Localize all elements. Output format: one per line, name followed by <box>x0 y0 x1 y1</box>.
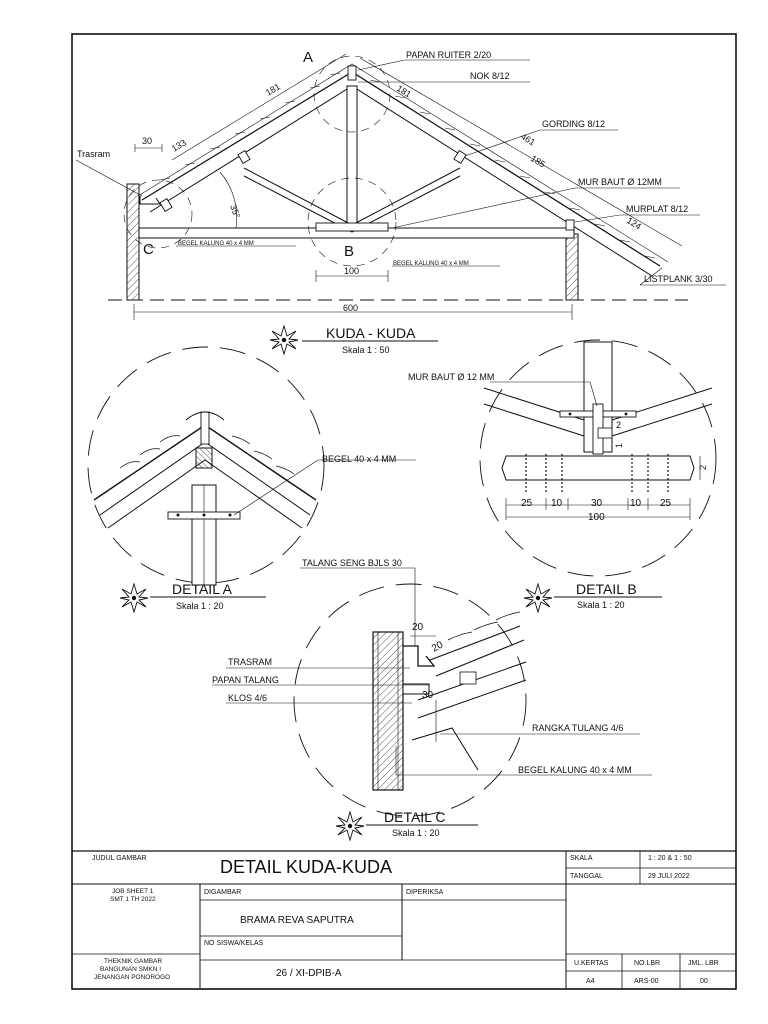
skala-label: SKALA <box>570 855 593 862</box>
dim-35: 35° <box>228 203 242 220</box>
begel-kalung-left-label: BEGEL KALUNG 40 x 4 MM <box>178 241 254 247</box>
detail-c-drawing <box>212 567 652 817</box>
digambar-name: BRAMA REVA SAPUTRA <box>240 915 354 926</box>
dim-461: 461 <box>519 131 537 147</box>
detail-a-drawing <box>87 346 416 586</box>
murplat-label: MURPLAT 8/12 <box>626 204 688 214</box>
dim-c-20b: 20 <box>430 639 446 654</box>
dim-b-2b: 2 <box>698 465 708 470</box>
main-title: KUDA - KUDA <box>326 325 416 341</box>
diperiksa-label: DIPERIKSA <box>406 889 444 896</box>
truss-main-drawing <box>75 53 726 320</box>
label-c: C <box>143 241 154 258</box>
detail-b-drawing <box>479 339 717 577</box>
trasram-label: Trasram <box>77 149 110 159</box>
gording-label: GORDING 8/12 <box>542 119 605 129</box>
dim-181-right: 181 <box>395 83 413 99</box>
jml-lbr-value: 00 <box>700 978 708 985</box>
dim-b-10b: 10 <box>630 498 642 509</box>
title-block <box>72 850 736 989</box>
dim-100: 100 <box>344 266 359 276</box>
dim-181-left: 181 <box>264 81 282 97</box>
no-lbr-value: ARS-00 <box>634 978 659 985</box>
right-wall <box>565 233 579 301</box>
skala-value: 1 : 20 & 1 : 50 <box>648 855 692 862</box>
begel-kalung-c-label: BEGEL KALUNG 40 x 4 MM <box>518 765 632 775</box>
north-star-icon <box>269 325 299 355</box>
left-wall <box>126 183 140 301</box>
u-kertas-value: A4 <box>586 978 595 985</box>
dim-b-25b: 25 <box>660 498 672 509</box>
no-siswa-label: NO SISWA/KELAS <box>204 940 264 947</box>
dim-b-1: 1 <box>614 443 624 448</box>
talang-label: TALANG SENG BJLS 30 <box>302 558 402 568</box>
klos-label: KLOS 4/6 <box>228 693 267 703</box>
judul-label: JUDUL GAMBAR <box>92 855 147 862</box>
mur-baut-b-label: MUR BAUT Ø 12 MM <box>408 372 494 382</box>
dim-124: 124 <box>625 215 643 231</box>
detail-b-star-icon <box>523 583 553 613</box>
dim-c-20a: 20 <box>412 622 424 633</box>
label-a: A <box>303 49 313 66</box>
dim-b-10a: 10 <box>551 498 563 509</box>
school-line-1: THEKNIK GAMBAR <box>104 958 162 965</box>
judul-value: DETAIL KUDA-KUDA <box>220 857 392 877</box>
rangka-label: RANGKA TULANG 4/6 <box>532 723 623 733</box>
king-post <box>346 85 358 237</box>
school-line-3: JENANGAN PONOROGO <box>94 974 170 981</box>
no-lbr-label: NO.LBR <box>634 960 660 967</box>
papan-ruiter-label: PAPAN RUITER 2/20 <box>406 50 491 60</box>
detail-c-scale: Skala 1 : 20 <box>392 828 440 838</box>
dim-b-30: 30 <box>591 498 603 509</box>
dim-b-2a: 2 <box>616 420 621 430</box>
dim-b-25a: 25 <box>521 498 533 509</box>
dim-b-100: 100 <box>588 512 605 523</box>
dim-133: 133 <box>170 137 188 153</box>
dim-185: 185 <box>529 153 547 169</box>
dim-c-30: 30 <box>422 690 434 701</box>
nok-label: NOK 8/12 <box>470 71 510 81</box>
no-siswa-value: 26 / XI-DPIB-A <box>276 968 342 979</box>
label-b: B <box>344 243 354 260</box>
school-line-2: BANGUNAN SMKN I <box>100 966 161 973</box>
detail-c-star-icon <box>335 811 365 841</box>
main-scale: Skala 1 : 50 <box>342 345 390 355</box>
job-sheet-line-1: JOB SHEET 1 <box>112 888 154 895</box>
digambar-label: DIGAMBAR <box>204 889 241 896</box>
begel-kalung-right-label: BEGEL KALUNG 40 x 4 MM <box>393 261 469 267</box>
tanggal-label: TANGGAL <box>570 873 603 880</box>
papan-talang-label: PAPAN TALANG <box>212 675 279 685</box>
detail-b-scale: Skala 1 : 20 <box>577 600 625 610</box>
begel-label: BEGEL 40 x 4 MM <box>322 454 396 464</box>
detail-a-scale: Skala 1 : 20 <box>176 601 224 611</box>
mur-baut-label: MUR BAUT Ø 12MM <box>578 177 662 187</box>
dim-30: 30 <box>142 136 152 146</box>
detail-b-title: DETAIL B <box>576 581 637 597</box>
detail-c-title: DETAIL C <box>384 809 445 825</box>
dim-600: 600 <box>343 303 358 313</box>
u-kertas-label: U.KERTAS <box>574 960 609 967</box>
job-sheet-line-2: SMT 1 TH 2022 <box>110 896 156 903</box>
jml-lbr-label: JML. LBR <box>688 960 719 967</box>
detail-a-star-icon <box>119 583 149 613</box>
sheet-border <box>71 33 737 990</box>
detail-a-title: DETAIL A <box>172 581 233 597</box>
tanggal-value: 29 JULI 2022 <box>648 873 690 880</box>
trasram-c-label: TRASRAM <box>228 657 272 667</box>
listplank-label: LISTPLANK 3/30 <box>644 274 713 284</box>
